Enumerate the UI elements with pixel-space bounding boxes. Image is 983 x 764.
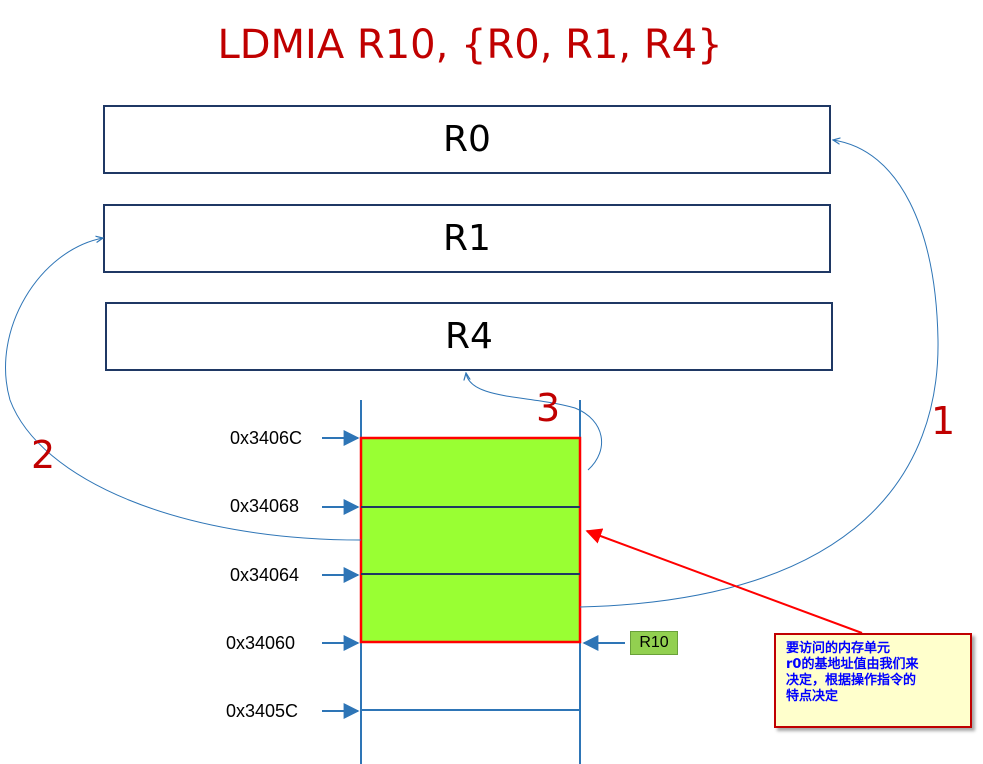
memory-block: [359, 436, 582, 644]
register-r0-box: R0: [103, 105, 831, 174]
load-arrow-3: [466, 373, 603, 471]
address-label: 0x34060: [226, 633, 296, 653]
note-line: 特点决定: [786, 689, 839, 704]
address-label: 0x3406C: [230, 428, 303, 448]
instruction-title: LDMIA R10, {R0, R1, R4}: [217, 22, 723, 68]
register-r1-box: R1: [103, 204, 831, 273]
note-pointer-arrow: [585, 528, 863, 634]
note-line: 决定，根据操作指令的: [786, 673, 917, 688]
note-line: r0的基地址值由我们来: [786, 657, 919, 672]
address-label: 0x3405C: [226, 701, 299, 721]
load-arrow-1: [579, 140, 939, 608]
r10-register-tag: R10: [630, 631, 678, 655]
step-number-3: 3: [536, 386, 561, 430]
register-r0-label: R0: [443, 119, 491, 160]
step-number-1: 1: [931, 399, 956, 443]
address-label: 0x34064: [230, 565, 300, 585]
note-callout: 要访问的内存单元 r0的基地址值由我们来 决定，根据操作指令的 特点决定: [774, 633, 972, 728]
load-arrow-2: [5, 238, 362, 541]
address-label: 0x34068: [230, 496, 300, 516]
register-r4-box: R4: [105, 302, 833, 371]
step-number-2: 2: [31, 433, 56, 477]
register-r1-label: R1: [443, 218, 491, 259]
register-r4-label: R4: [445, 316, 493, 357]
note-line: 要访问的内存单元: [786, 641, 891, 656]
